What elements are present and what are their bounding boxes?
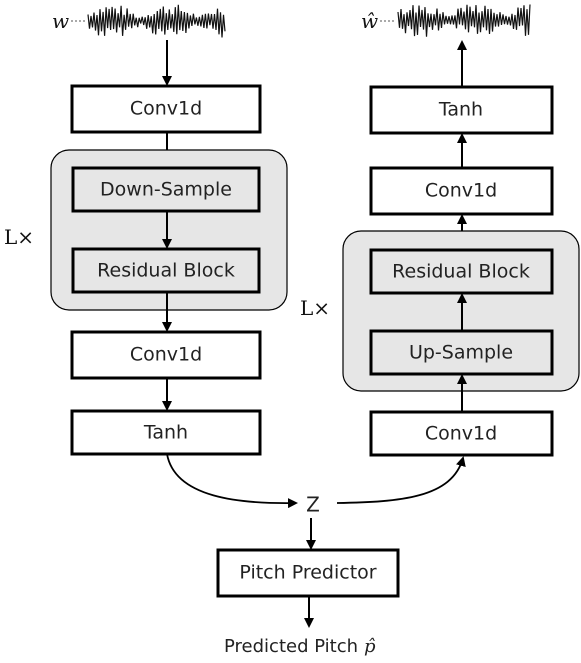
encoder-tanh-label: Tanh: [143, 422, 188, 444]
arrow-tanh-to-z: [166, 453, 298, 509]
up-sample-label: Up-Sample: [409, 342, 513, 364]
encoder-tanh-box: [70, 409, 262, 456]
pitch-predictor-label: Pitch Predictor: [239, 562, 376, 584]
input-signal-label: w: [52, 9, 69, 33]
encoder-conv1d-bottom-label: Conv1d: [130, 344, 202, 366]
decoder-residual-block-label: Residual Block: [392, 261, 530, 283]
decoder-conv1d-bottom-box: [369, 410, 554, 457]
decoder-tanh-label: Tanh: [438, 99, 483, 121]
up-sample-box: [369, 329, 554, 376]
predicted-pitch-caption: Predicted Pitch p̂: [224, 636, 376, 657]
latent-z-label: Z: [306, 493, 320, 517]
decoder-conv1d-top-box: [369, 166, 554, 216]
output-waveform-icon: [397, 4, 531, 37]
encoder-residual-block-label: Residual Block: [97, 260, 235, 282]
encoder: w Conv1d L× Down-Sample Residual Block C…: [4, 4, 288, 456]
decoder-conv1d-bottom-label: Conv1d: [425, 423, 497, 445]
decoder: ŵ Tanh Conv1d L× Residual Block Up-Sampl…: [300, 4, 580, 457]
encoder-repeat-label: L×: [4, 225, 34, 249]
output-signal-label: ŵ: [361, 9, 378, 33]
decoder-repeat-label: L×: [300, 296, 330, 320]
encoder-conv1d-top-label: Conv1d: [130, 98, 202, 120]
predicted-pitch-symbol: p̂: [364, 636, 376, 657]
down-sample-label: Down-Sample: [100, 179, 232, 201]
predicted-pitch-label: Predicted Pitch: [224, 636, 358, 657]
decoder-tanh-box: [369, 85, 554, 135]
encoder-residual-block-box: [71, 247, 261, 294]
input-waveform-icon: [87, 4, 226, 38]
pitch-predictor-section: Pitch Predictor Predicted Pitch p̂: [216, 518, 400, 657]
arrow-z-to-decoder: [336, 456, 466, 504]
decoder-conv1d-top-label: Conv1d: [425, 180, 497, 202]
